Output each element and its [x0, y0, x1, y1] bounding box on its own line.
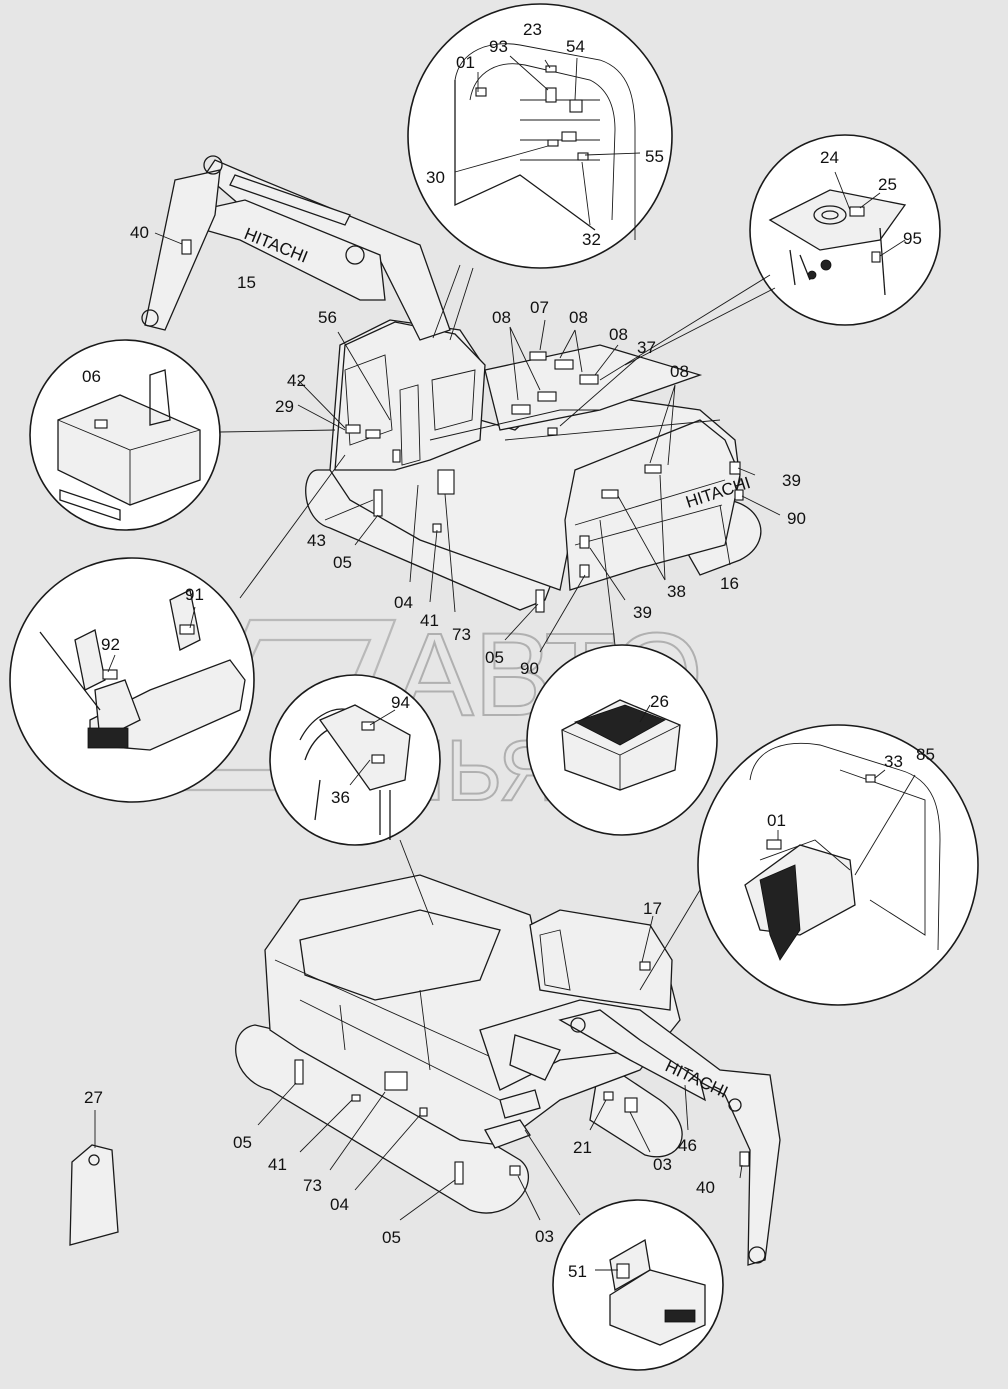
callout-label: 42 [287, 371, 306, 390]
detail-cab-interior [407, 3, 673, 341]
callout-label: 91 [185, 585, 204, 604]
callout-label: 39 [782, 471, 801, 490]
callout-label: 04 [394, 593, 413, 612]
callout-label: 08 [492, 308, 511, 327]
callout-label: 41 [420, 611, 439, 630]
detail-fuel-tank [599, 134, 941, 381]
callout-label: 51 [568, 1262, 587, 1281]
callout-label: 30 [426, 168, 445, 187]
callout-label: 27 [84, 1088, 103, 1107]
callout-label: 38 [667, 582, 686, 601]
leader-lines [94, 55, 916, 1271]
excavator-top-view: HITACHI HITACHI [141, 155, 762, 613]
callout-label: 90 [787, 509, 806, 528]
detail-cab-monitor [639, 724, 979, 1006]
detail-controller [29, 339, 336, 531]
callout-label: 03 [535, 1227, 554, 1246]
decal-40-top [181, 239, 192, 255]
callout-label: 01 [767, 811, 786, 830]
callout-label: 23 [523, 20, 542, 39]
callout-label: 06 [82, 367, 101, 386]
callout-label: 85 [916, 745, 935, 764]
callout-label: 05 [485, 648, 504, 667]
callout-label: 55 [645, 147, 664, 166]
callout-label: 25 [878, 175, 897, 194]
callout-label: 05 [382, 1228, 401, 1247]
callout-label: 17 [643, 899, 662, 918]
callout-label: 05 [233, 1133, 252, 1152]
detail-toolbox [524, 1129, 724, 1371]
detail-hoses [269, 674, 441, 926]
callout-label: 54 [566, 37, 585, 56]
detail-seat-controls [9, 454, 346, 803]
callout-label: 39 [633, 603, 652, 622]
callout-label: 08 [670, 362, 689, 381]
callout-labels: 01 93 23 54 55 30 32 24 25 95 40 15 56 0… [82, 20, 935, 1281]
callout-label: 37 [637, 338, 656, 357]
callout-label: 16 [720, 574, 739, 593]
callout-label: 01 [456, 53, 475, 72]
callout-label: 94 [391, 693, 410, 712]
callout-label: 29 [275, 397, 294, 416]
callout-label: 40 [130, 223, 149, 242]
callout-label: 03 [653, 1155, 672, 1174]
callout-label: 24 [820, 148, 839, 167]
callout-label: 73 [452, 625, 471, 644]
callout-label: 08 [569, 308, 588, 327]
callout-label: 08 [609, 325, 628, 344]
callout-label: 05 [333, 553, 352, 572]
callout-label: 21 [573, 1138, 592, 1157]
callout-label: 92 [101, 635, 120, 654]
callout-label: 26 [650, 692, 669, 711]
callout-label: 43 [307, 531, 326, 550]
callout-label: 90 [520, 659, 539, 678]
callout-label: 07 [530, 298, 549, 317]
callout-label: 56 [318, 308, 337, 327]
callout-label: 33 [884, 752, 903, 771]
callout-label: 15 [237, 273, 256, 292]
callout-label: 32 [582, 230, 601, 249]
excavator-bottom-view: HITACHI [235, 874, 781, 1266]
callout-label: 46 [678, 1136, 697, 1155]
callout-label: 36 [331, 788, 350, 807]
callout-label: 40 [696, 1178, 715, 1197]
callout-label: 95 [903, 229, 922, 248]
callout-label: 93 [489, 37, 508, 56]
detail-battery [526, 519, 718, 836]
callout-label: 41 [268, 1155, 287, 1174]
callout-label: 73 [303, 1176, 322, 1195]
tag-27 [69, 1144, 119, 1246]
callout-label: 04 [330, 1195, 349, 1214]
